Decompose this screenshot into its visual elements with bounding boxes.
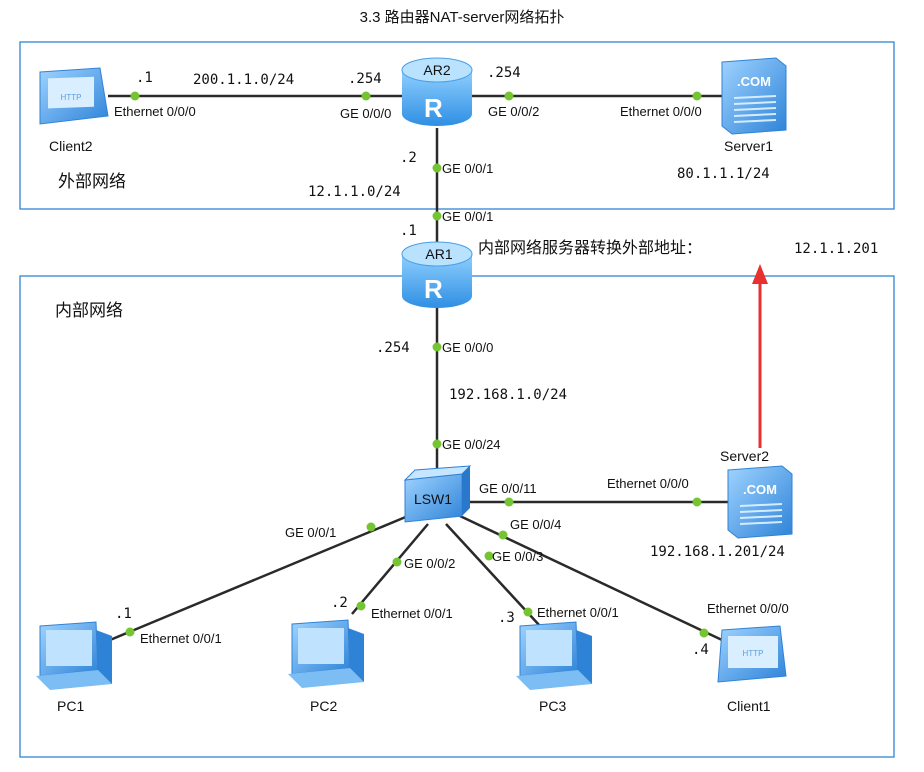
link-lsw1-pc1 bbox=[109, 514, 409, 642]
port-label-ar2-ge000: GE 0/0/0 bbox=[340, 106, 391, 121]
port-dot bbox=[692, 91, 702, 101]
port-dot bbox=[484, 551, 494, 561]
port-dot bbox=[504, 91, 514, 101]
internal-zone-label: 内部网络 bbox=[55, 301, 123, 320]
port-label-lsw-ge011: GE 0/0/11 bbox=[479, 481, 537, 496]
host-client1: .4 bbox=[692, 642, 709, 658]
router-icon[interactable]: R bbox=[401, 241, 473, 308]
port-label-lsw-ge002: GE 0/0/2 bbox=[404, 556, 455, 571]
svg-text:HTTP: HTTP bbox=[743, 649, 764, 658]
pc-icon[interactable] bbox=[516, 621, 592, 690]
client-icon[interactable]: HTTP bbox=[39, 67, 109, 125]
router-icon[interactable]: R bbox=[401, 57, 473, 126]
port-label-pc3-eth: Ethernet 0/0/1 bbox=[537, 605, 619, 620]
host-ar1-south: .254 bbox=[376, 340, 410, 356]
link-lsw1-pc2 bbox=[351, 523, 429, 615]
server-icon[interactable]: .COM bbox=[721, 57, 787, 135]
network-label-200: 200.1.1.0/24 bbox=[193, 72, 294, 88]
server1-ip: 80.1.1.1/24 bbox=[677, 166, 770, 182]
port-dot bbox=[523, 607, 533, 617]
port-label-server2-eth: Ethernet 0/0/0 bbox=[607, 476, 689, 491]
port-dot bbox=[692, 497, 702, 507]
client-icon[interactable]: HTTP bbox=[717, 625, 787, 683]
nat-ip: 12.1.1.201 bbox=[794, 241, 878, 257]
port-label-client1-eth: Ethernet 0/0/0 bbox=[707, 601, 789, 616]
port-dot bbox=[432, 163, 442, 173]
device-label-ar1: AR1 bbox=[425, 246, 452, 262]
port-label-lsw-ge003: GE 0/0/3 bbox=[492, 549, 543, 564]
server2-ip: 192.168.1.201/24 bbox=[650, 544, 785, 560]
port-label-ar1-ge001: GE 0/0/1 bbox=[442, 209, 493, 224]
switch-icon[interactable] bbox=[403, 465, 472, 523]
host-ar2-west: .254 bbox=[348, 71, 382, 87]
port-label-lsw-ge024: GE 0/0/24 bbox=[442, 437, 501, 452]
svg-text:R: R bbox=[424, 93, 443, 123]
device-label-client2: Client2 bbox=[49, 138, 93, 154]
port-label-lsw-ge004: GE 0/0/4 bbox=[510, 517, 561, 532]
port-dot bbox=[392, 557, 402, 567]
host-ar2-south: .2 bbox=[400, 150, 417, 166]
port-dot bbox=[432, 211, 442, 221]
host-client2: .1 bbox=[136, 70, 153, 86]
host-pc2: .2 bbox=[331, 595, 348, 611]
pc-icon[interactable] bbox=[36, 621, 112, 690]
port-dot bbox=[699, 628, 709, 638]
port-label-client2-eth: Ethernet 0/0/0 bbox=[114, 104, 196, 119]
port-dot bbox=[361, 91, 371, 101]
port-dot bbox=[504, 497, 514, 507]
device-label-server1: Server1 bbox=[724, 138, 773, 154]
svg-text:HTTP: HTTP bbox=[61, 93, 82, 102]
port-dot bbox=[356, 601, 366, 611]
svg-text:.COM: .COM bbox=[743, 482, 777, 497]
external-zone-label: 外部网络 bbox=[58, 172, 126, 191]
nat-arrow bbox=[752, 264, 768, 448]
device-label-pc1: PC1 bbox=[57, 698, 84, 714]
device-label-client1: Client1 bbox=[727, 698, 771, 714]
svg-text:R: R bbox=[424, 274, 443, 304]
device-label-lsw1: LSW1 bbox=[414, 491, 452, 507]
port-dot bbox=[498, 530, 508, 540]
device-label-pc2: PC2 bbox=[310, 698, 337, 714]
port-label-ar2-ge002: GE 0/0/2 bbox=[488, 104, 539, 119]
port-dot bbox=[130, 91, 140, 101]
port-dot bbox=[432, 342, 442, 352]
port-label-pc1-eth: Ethernet 0/0/1 bbox=[140, 631, 222, 646]
port-dots bbox=[125, 91, 709, 638]
nat-note: 内部网络服务器转换外部地址： bbox=[478, 238, 702, 257]
links bbox=[108, 94, 728, 642]
link-lsw1-pc3 bbox=[445, 523, 541, 627]
host-pc1: .1 bbox=[115, 606, 132, 622]
network-label-12: 12.1.1.0/24 bbox=[308, 184, 401, 200]
diagram-title: 3.3 路由器NAT-server网络拓扑 bbox=[360, 9, 565, 26]
port-label-lsw-ge001: GE 0/0/1 bbox=[285, 525, 336, 540]
port-label-ar2-ge001: GE 0/0/1 bbox=[442, 161, 493, 176]
svg-text:.COM: .COM bbox=[737, 74, 771, 89]
host-pc3: .3 bbox=[498, 610, 515, 626]
external-network-zone bbox=[19, 41, 895, 210]
network-label-192: 192.168.1.0/24 bbox=[449, 387, 567, 403]
port-dot bbox=[432, 439, 442, 449]
port-label-pc2-eth: Ethernet 0/0/1 bbox=[371, 606, 453, 621]
port-label-ar1-ge000: GE 0/0/0 bbox=[442, 340, 493, 355]
port-dot bbox=[366, 522, 376, 532]
host-ar1-north: .1 bbox=[400, 223, 417, 239]
device-label-pc3: PC3 bbox=[539, 698, 566, 714]
pc-icon[interactable] bbox=[288, 619, 364, 688]
host-ar2-east: .254 bbox=[487, 65, 521, 81]
port-label-server1-eth: Ethernet 0/0/0 bbox=[620, 104, 702, 119]
server-icon[interactable]: .COM bbox=[727, 465, 793, 539]
device-label-ar2: AR2 bbox=[423, 62, 450, 78]
nat-arrow-head bbox=[752, 264, 768, 284]
port-dot bbox=[125, 627, 135, 637]
device-label-server2: Server2 bbox=[720, 448, 769, 464]
